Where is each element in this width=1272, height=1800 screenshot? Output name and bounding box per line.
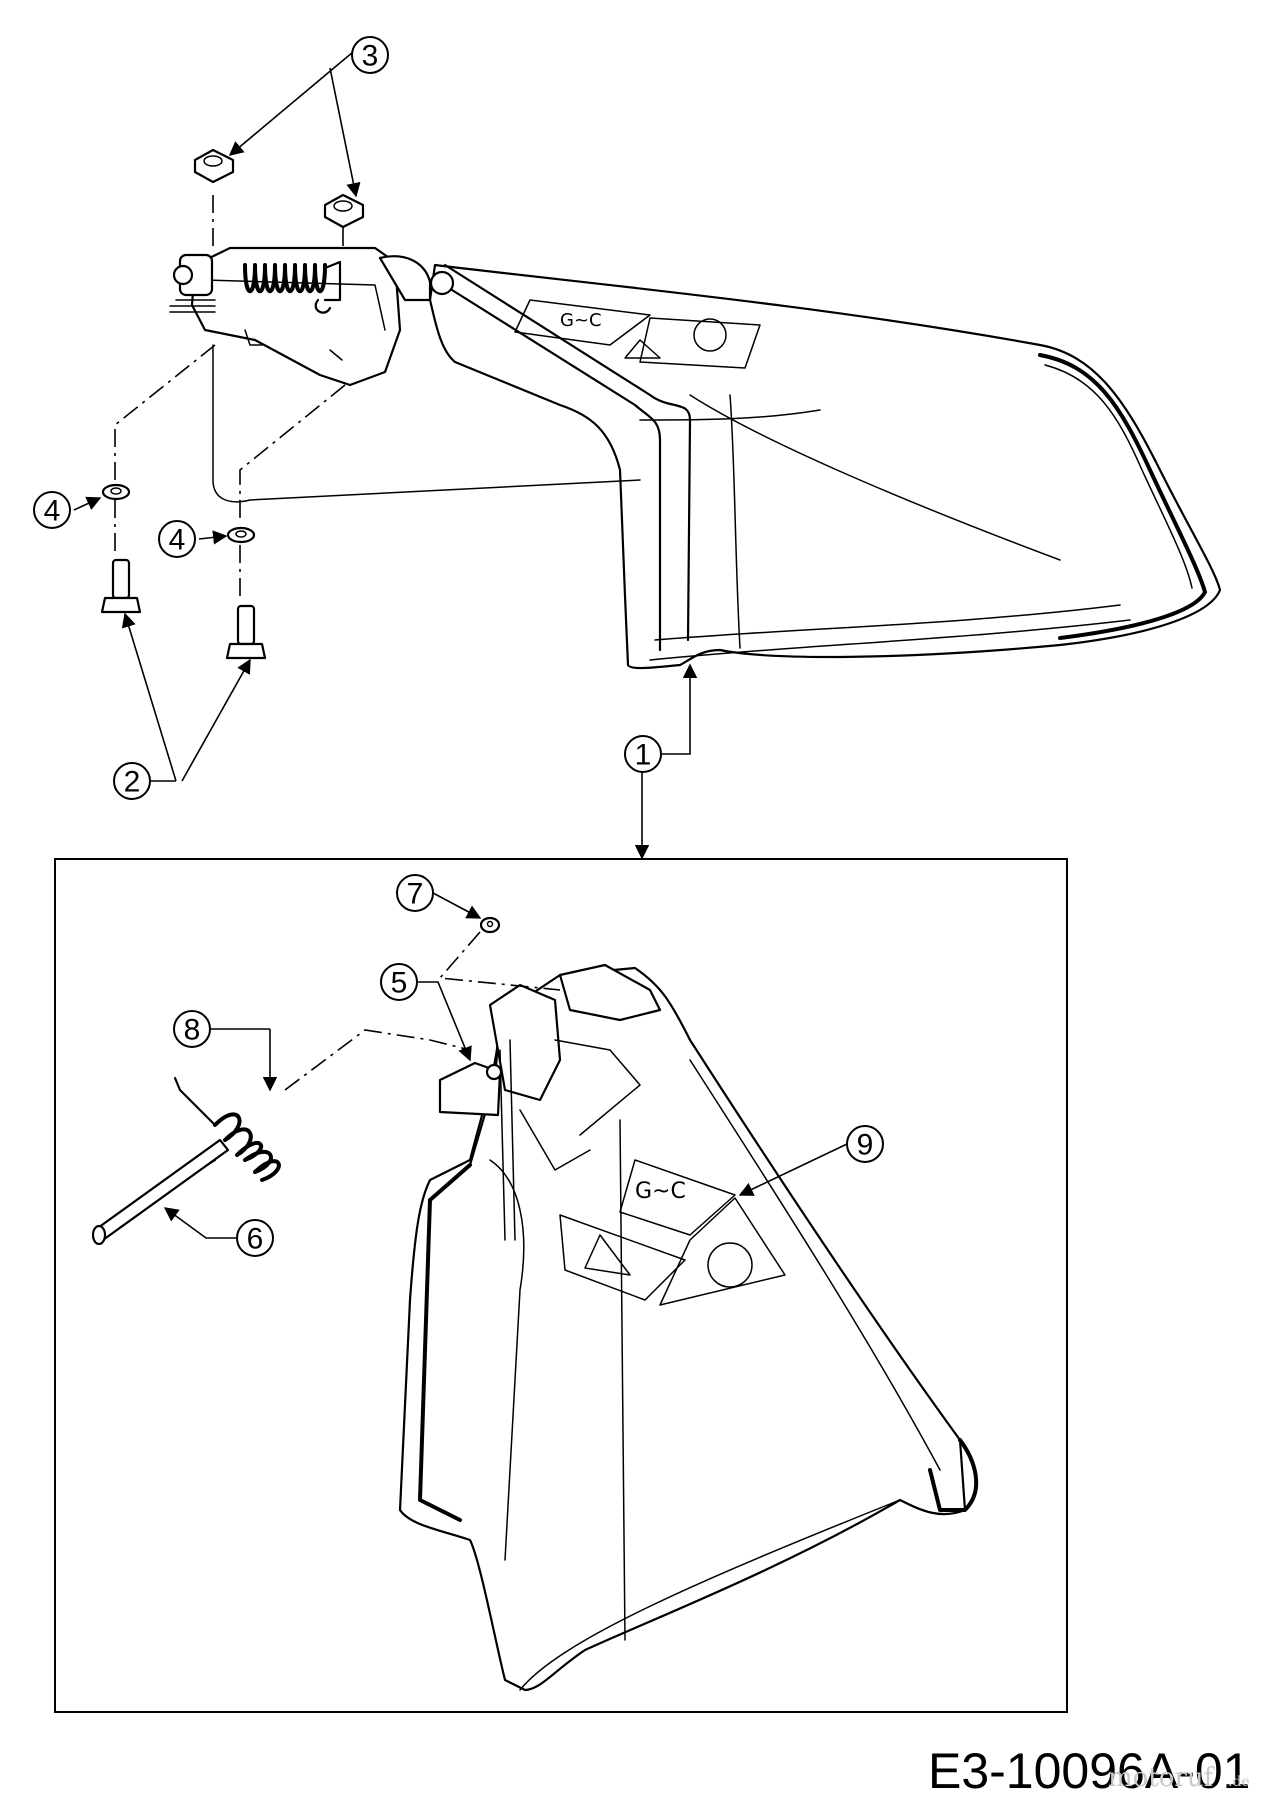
- chute-flange: [443, 263, 692, 642]
- leaders-upper: [73, 51, 698, 860]
- callout-1: 1: [624, 735, 662, 773]
- callout-4a-label: 4: [44, 495, 61, 528]
- svg-text:G~C: G~C: [560, 310, 602, 331]
- chute-rim: [1038, 353, 1207, 640]
- callout-6-label: 6: [247, 1223, 264, 1256]
- callout-4a: 4: [33, 491, 71, 529]
- callout-2: 2: [113, 762, 151, 800]
- watermark-suffix: .de: [1228, 1774, 1250, 1790]
- callout-8: 8: [173, 1010, 211, 1048]
- discharge-chute-body: [428, 263, 1222, 670]
- retaining-ring: [479, 916, 501, 934]
- upper-chute-assembly: G~C: [100, 148, 1222, 670]
- spring-upper: [243, 260, 342, 314]
- callout-9: 9: [846, 1125, 884, 1163]
- reference-code: E3-10096A-01: [928, 1743, 1250, 1799]
- washer-right: [226, 526, 256, 544]
- warning-label-upper: G~C: [514, 299, 761, 369]
- hinge-pin: [91, 1138, 230, 1246]
- callout-1-label: 1: [635, 739, 652, 772]
- callout-6: 6: [236, 1219, 274, 1257]
- warning-label-detail: G~C: [559, 1159, 786, 1306]
- callout-4b: 4: [158, 520, 196, 558]
- hinge-pin-block: [438, 1061, 502, 1117]
- callout-9-label: 9: [857, 1129, 874, 1162]
- watermark-brand: motoruf: [1108, 1763, 1216, 1793]
- bolt-right: [225, 604, 267, 660]
- callout-7-label: 7: [407, 878, 424, 911]
- callout-3: 3: [351, 36, 389, 74]
- callout-8-label: 8: [184, 1014, 201, 1047]
- lock-nut-left: [193, 148, 235, 184]
- callout-3-label: 3: [362, 40, 379, 73]
- callout-5-label: 5: [391, 967, 408, 1000]
- callout-7: 7: [396, 874, 434, 912]
- leaders-lower: [163, 892, 848, 1239]
- detail-frame: [54, 858, 1068, 1713]
- svg-text:G~C: G~C: [635, 1179, 686, 1204]
- detail-chute: G~C: [398, 963, 979, 1692]
- lock-nut-right: [323, 193, 365, 229]
- washer-left: [101, 483, 131, 501]
- callout-4b-label: 4: [169, 524, 186, 557]
- callout-5: 5: [380, 963, 418, 1001]
- callout-2-label: 2: [124, 766, 141, 799]
- bolt-left: [100, 558, 142, 614]
- detail-chute-body: [398, 966, 967, 1692]
